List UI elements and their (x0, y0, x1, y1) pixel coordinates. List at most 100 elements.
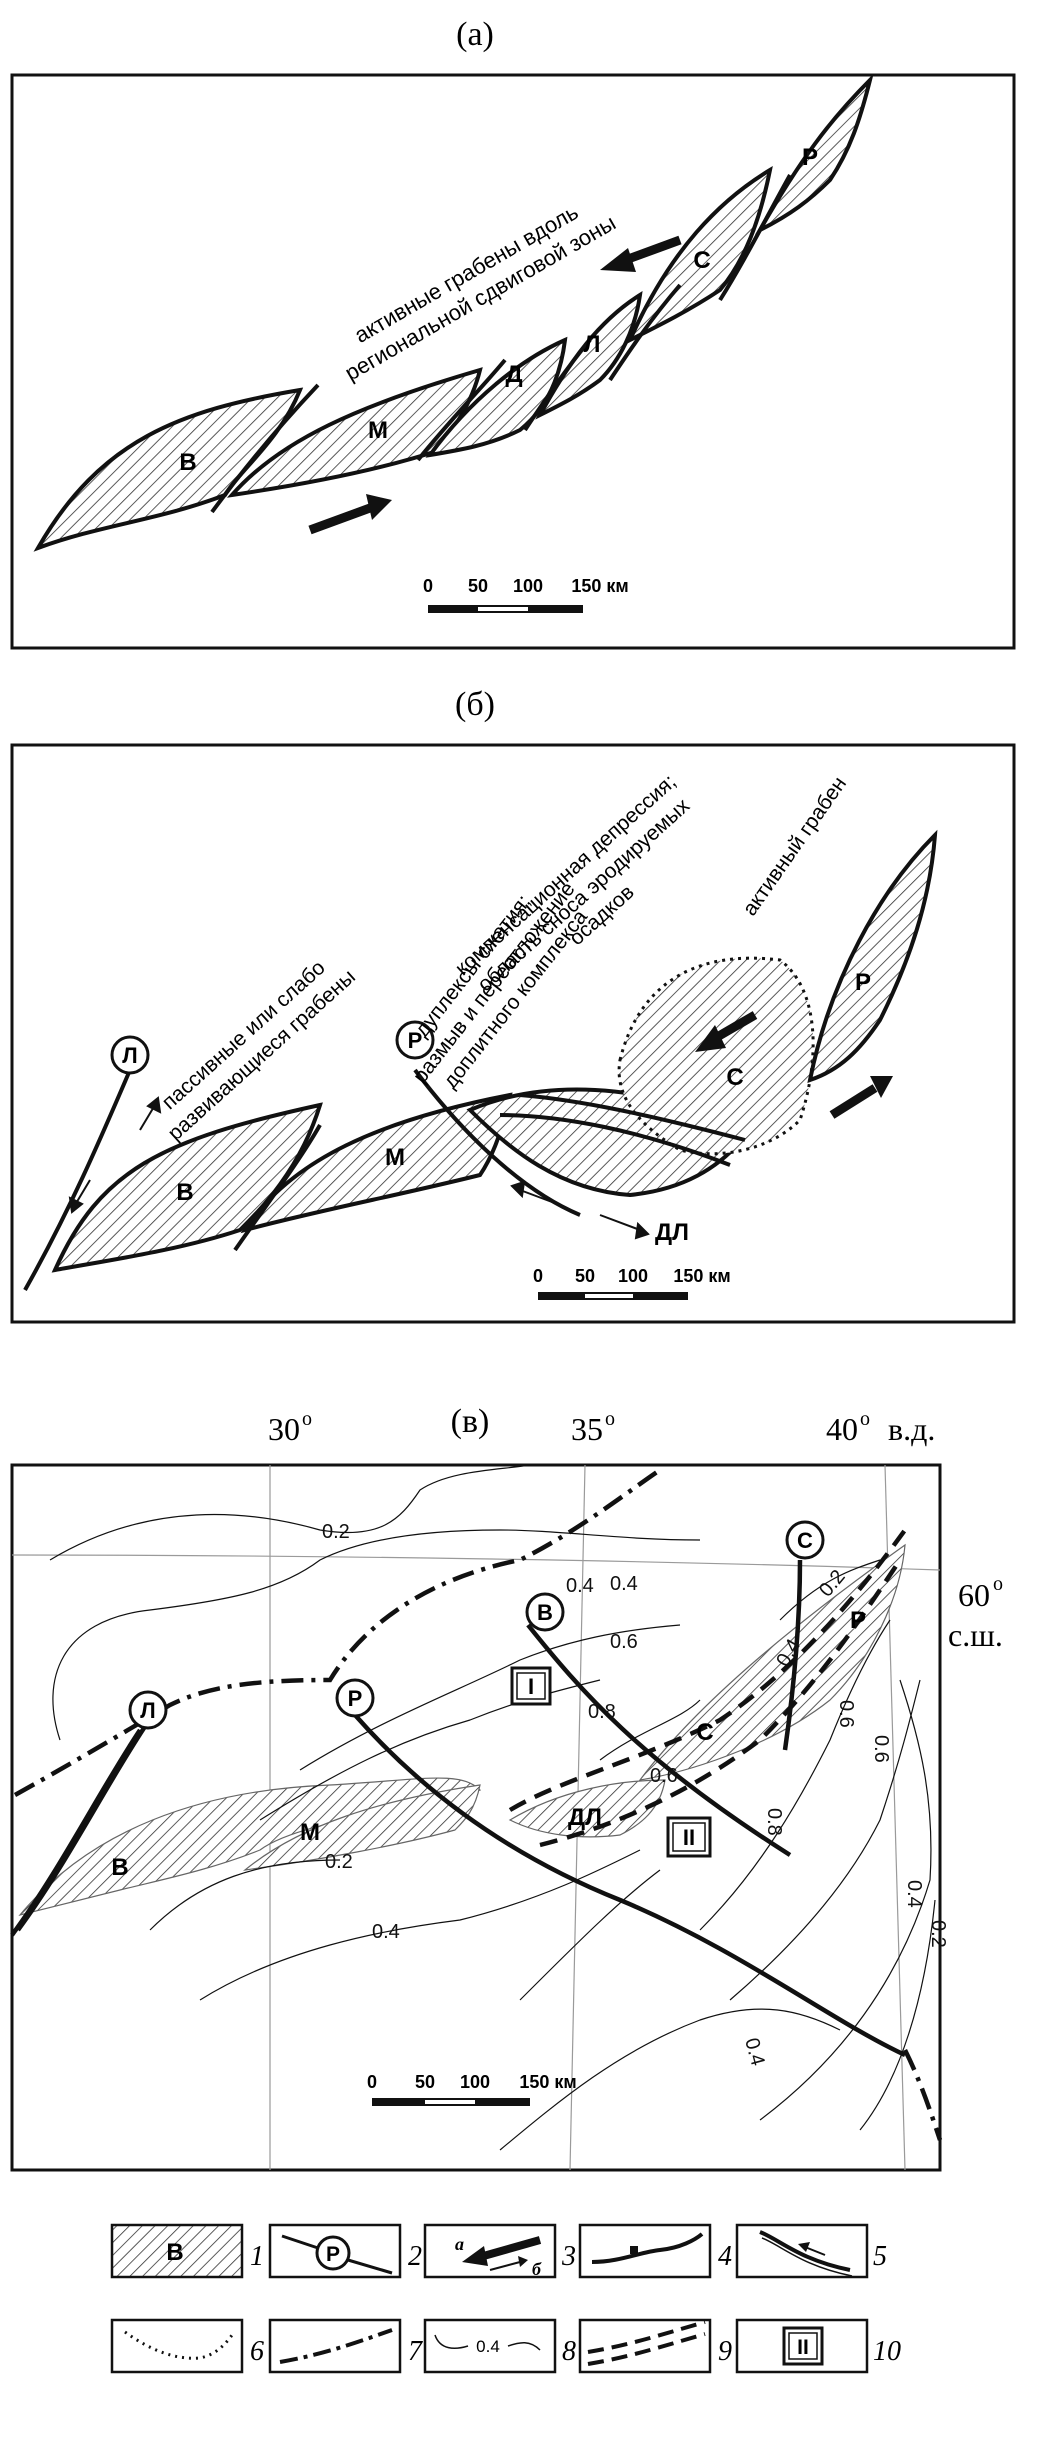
isoline (49, 1464, 531, 1561)
svg-text:o: o (302, 1408, 312, 1430)
scale-tick: 150 км (673, 1266, 730, 1286)
scale-tick: 50 (415, 2072, 435, 2092)
dashed-line (508, 1528, 907, 1812)
basin-label: Л (584, 331, 601, 358)
fault-l (10, 1728, 142, 1937)
isoline-label: 0.2 (322, 1521, 350, 1543)
isoline-label: 0.4 (903, 1880, 925, 1908)
isoline-label: 0.6 (870, 1735, 892, 1763)
scale-tick: 50 (468, 576, 488, 596)
svg-text:Л: Л (122, 1043, 137, 1068)
basin-r (807, 829, 938, 1083)
svg-text:б: б (532, 2259, 542, 2279)
scale-tick: 100 (618, 1266, 648, 1286)
scale-tick: 150 км (519, 2072, 576, 2092)
scale-tick: 0 (367, 2072, 377, 2092)
panel-v-label: (в) (451, 1403, 490, 1440)
panel-b-label: (б) (455, 686, 495, 723)
passive-annotation: пассивные или слабо развивающиеся грабен… (158, 956, 360, 1145)
basin-m (226, 367, 483, 498)
panel-a-scale: 0 50 100 150 км (423, 576, 629, 613)
svg-text:Л: Л (140, 1698, 155, 1723)
svg-text:С: С (797, 1528, 813, 1553)
basin-label: ДЛ (568, 1804, 602, 1831)
svg-text:В: В (537, 1600, 553, 1625)
legend-item-4: 4 (578, 2223, 732, 2279)
basin-label: ДЛ (655, 1219, 689, 1246)
isoline (259, 1679, 601, 1821)
isoline (499, 2008, 841, 2151)
panel-b: Л Р В М ДЛ С Р пассивные или слабо разви… (10, 743, 1016, 1324)
isoline-label: 0.6 (835, 1700, 857, 1728)
svg-text:7: 7 (408, 2336, 423, 2367)
svg-text:o: o (860, 1408, 870, 1430)
panel-a-frame (10, 73, 1016, 650)
isoline-label: 0.8 (763, 1808, 785, 1836)
basin-m (242, 1784, 481, 1871)
legend-item-6: 6 (110, 2318, 264, 2374)
basin-label: С (696, 1719, 713, 1746)
fault-marker-r: Р (335, 1678, 375, 1718)
scale-tick: 150 км (571, 576, 628, 596)
isoline-label: 0.2 (927, 1920, 949, 1948)
svg-text:в.д.: в.д. (888, 1411, 935, 1447)
isoline-label: 0.8 (588, 1701, 616, 1723)
svg-text:1: 1 (250, 2241, 264, 2272)
isoline (299, 1624, 681, 1771)
fault-marker-s: С (785, 1520, 825, 1560)
panel-v-scale: 0 50 100 150 км (367, 2072, 577, 2106)
isoline (52, 1529, 701, 1741)
arrow-sw-head (695, 1025, 726, 1052)
dashdot-line (13, 1468, 662, 1797)
svg-text:Р: Р (408, 1028, 423, 1053)
legend-item-2: Р 2 (268, 2223, 422, 2279)
isoline (779, 1559, 881, 1621)
svg-text:активный грабен: активный грабен (738, 773, 851, 920)
svg-text:6: 6 (250, 2336, 264, 2367)
isoline (149, 1859, 341, 1931)
svg-text:35: 35 (571, 1411, 603, 1447)
legend-item-8: 0.4 8 (423, 2318, 576, 2374)
legend-item-5: 5 (735, 2223, 887, 2279)
isoline-label: 0.6 (650, 1765, 678, 1787)
isoline (699, 1619, 891, 1931)
arrow-ne (308, 503, 372, 535)
basin-label: В (111, 1854, 128, 1881)
basin-label: М (385, 1144, 405, 1171)
dashed-line (539, 1558, 902, 1848)
arrow-ne (829, 1084, 878, 1119)
basin-label: М (368, 417, 388, 444)
scale-tick: 0 (533, 1266, 543, 1286)
isoline (729, 1679, 921, 2001)
svg-text:4: 4 (718, 2241, 732, 2272)
legend-item-9: 9 (578, 2318, 732, 2374)
panel-a: В М Д Л С Р активные грабены вдоль регио… (10, 73, 1016, 650)
svg-text:30: 30 (268, 1411, 300, 1447)
svg-text:пассивные или слабо: пассивные или слабо (158, 956, 330, 1114)
basin-label: С (693, 247, 710, 274)
legend-item-10: II 10 (735, 2318, 901, 2374)
panel-v-frame (10, 1463, 942, 2172)
svg-text:9: 9 (718, 2336, 732, 2367)
basin-label: Д (505, 361, 522, 388)
isoline-label: 0.6 (610, 1631, 638, 1653)
scale-tick: 100 (460, 2072, 490, 2092)
svg-text:3: 3 (561, 2241, 576, 2272)
isoline (599, 1699, 701, 1761)
fault-l (16, 1723, 148, 1932)
isoline (859, 1899, 936, 2131)
panel-a-label: (а) (456, 16, 494, 53)
isoline (759, 1679, 932, 2121)
basin-label: Р (855, 969, 871, 996)
basin-label: В (176, 1179, 193, 1206)
fault-marker-l: Л (110, 1035, 150, 1075)
legend-item-7: 7 (268, 2318, 423, 2374)
basin-label: Р (802, 144, 818, 171)
fault-v (526, 1623, 792, 1857)
basin-s (625, 165, 773, 345)
basin-dl (508, 1779, 666, 1838)
svg-text:8: 8 (562, 2336, 576, 2367)
scale-tick: 0 (423, 576, 433, 596)
longitude-labels: 30 o 35 o 40 o в.д. (268, 1408, 935, 1447)
active-graben-annotation: активный грабен (738, 773, 851, 920)
